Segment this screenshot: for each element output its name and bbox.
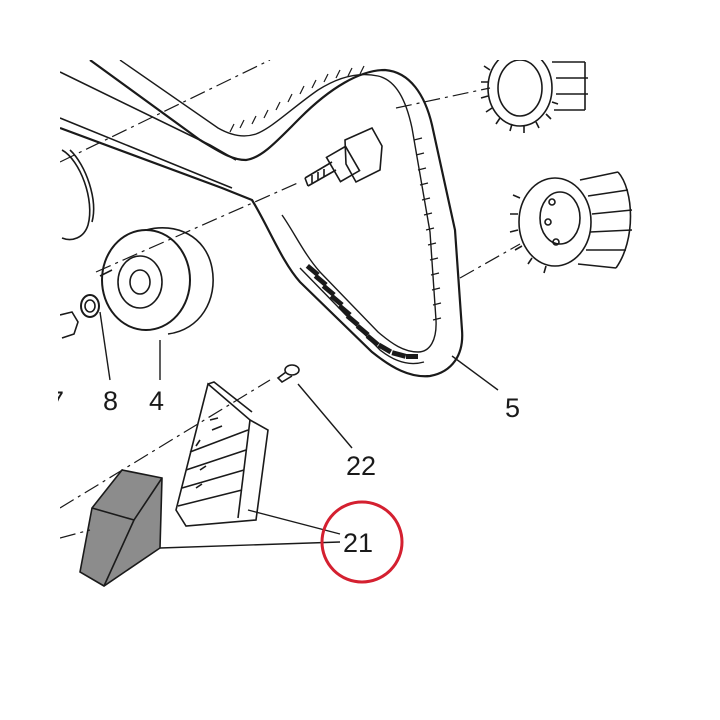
timing-belt-cover-lower <box>175 381 269 527</box>
highlight-circle <box>320 500 404 584</box>
cover-block <box>79 469 163 587</box>
screw <box>276 364 300 384</box>
callout-7: 7 <box>49 386 65 416</box>
timing-belt-cover-upper <box>60 71 237 241</box>
assembly-axes <box>60 60 521 539</box>
crankshaft-sprocket <box>509 171 633 274</box>
washer <box>80 294 100 318</box>
nut-partial <box>60 311 79 339</box>
callout-4: 4 <box>149 386 165 416</box>
tensioner-pulley <box>99 227 214 335</box>
callout-21: 21 <box>343 528 374 558</box>
timing-belt <box>60 60 464 378</box>
callout-5: 5 <box>505 393 521 423</box>
callout-22: 22 <box>346 451 377 481</box>
bolt <box>304 126 383 187</box>
callout-8: 8 <box>103 386 119 416</box>
camshaft-sprocket <box>480 60 588 133</box>
leader-lines <box>99 311 499 549</box>
